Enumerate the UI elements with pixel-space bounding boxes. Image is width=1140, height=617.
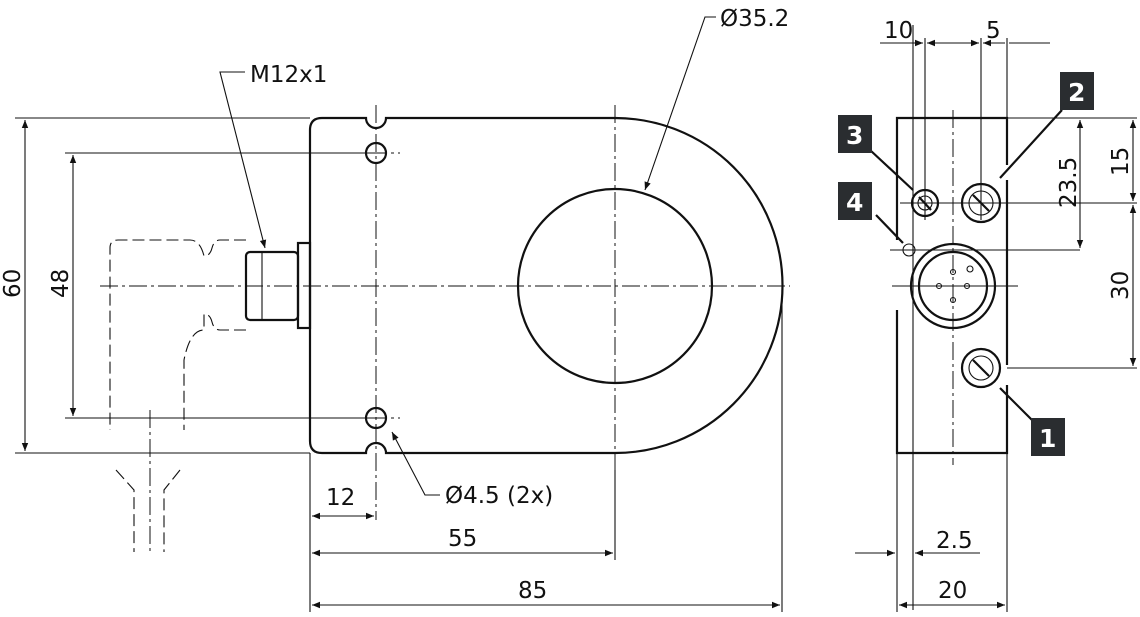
sensor-body-side	[890, 25, 1137, 612]
thread-label: M12x1	[250, 62, 327, 88]
side-dimensions	[855, 39, 1137, 609]
bore-diameter-label: Ø35.2	[720, 6, 789, 32]
dim-55: 55	[448, 526, 477, 552]
callout-3: 3	[846, 121, 863, 150]
dim-85: 85	[518, 578, 547, 604]
led-3	[910, 188, 940, 218]
m12-connector	[244, 241, 312, 330]
dim-12: 12	[326, 485, 355, 511]
dim-10: 10	[884, 18, 913, 44]
marker-4	[902, 243, 916, 257]
cable-plug-outline	[109, 239, 246, 555]
dim-5: 5	[986, 18, 1001, 44]
callouts	[838, 72, 1094, 456]
dim-60: 60	[0, 269, 26, 298]
dim-15: 15	[1108, 147, 1134, 176]
dim-48: 48	[48, 269, 74, 298]
m12-socket	[909, 242, 997, 330]
dim-20: 20	[938, 578, 967, 604]
vertical-dimensions-left	[15, 117, 370, 454]
potentiometer-1	[960, 347, 1002, 389]
potentiometer-2	[960, 182, 1002, 224]
callout-4: 4	[846, 188, 863, 217]
horizontal-dimensions-bottom	[309, 290, 783, 612]
callout-2: 2	[1068, 78, 1085, 107]
sensor-body-front	[100, 105, 790, 520]
dim-2-5: 2.5	[936, 528, 973, 554]
hole-diameter-label: Ø4.5 (2x)	[445, 483, 553, 509]
leader-lines	[219, 16, 716, 496]
callout-1: 1	[1039, 424, 1056, 453]
dim-23-5: 23.5	[1056, 157, 1082, 208]
dim-30: 30	[1108, 271, 1134, 300]
